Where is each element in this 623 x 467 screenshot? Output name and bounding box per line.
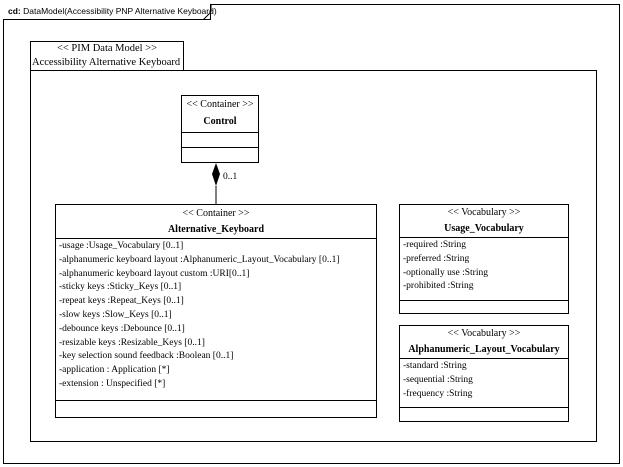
class-stereotype: << Vocabulary >> — [447, 207, 521, 218]
attribute: -resizable keys :Resizable_Keys [0..1] — [59, 337, 205, 348]
attribute: -key selection sound feedback :Boolean [… — [59, 351, 234, 362]
attribute: -prohibited :String — [403, 281, 474, 292]
attribute: -usage :Usage_Vocabulary [0..1] — [59, 241, 184, 251]
class-alphanumeric-layout-vocabulary[interactable]: << Vocabulary >> Alphanumeric_Layout_Voc… — [399, 325, 569, 422]
composition-multiplicity: 0..1 — [223, 172, 238, 182]
class-header: << Vocabulary >> Alphanumeric_Layout_Voc… — [400, 326, 568, 358]
operations-compartment — [400, 407, 568, 408]
class-header: << Vocabulary >> Usage_Vocabulary — [400, 205, 568, 237]
attribute: -frequency :String — [403, 388, 473, 399]
class-usage-vocabulary[interactable]: << Vocabulary >> Usage_Vocabulary -requi… — [399, 204, 569, 314]
attribute: -standard :String — [403, 361, 467, 371]
class-header: << Container >> Control — [182, 96, 258, 128]
class-name: Control — [203, 116, 237, 127]
class-stereotype: << Vocabulary >> — [447, 328, 521, 339]
frame-title-text: DataModel(Accessibility PNP Alternative … — [23, 6, 217, 16]
package-name: Accessibility Alternative Keyboard — [32, 57, 181, 68]
class-name: Usage_Vocabulary — [444, 223, 524, 234]
attribute: -alphanumeric keyboard layout custom :UR… — [59, 268, 250, 279]
diagram-frame — [3, 4, 620, 464]
attribute: -required :String — [403, 240, 467, 250]
attribute: -alphanumeric keyboard layout :Alphanume… — [59, 254, 340, 265]
operations-compartment — [400, 300, 568, 301]
class-header: << Container >> Alternative_Keyboard — [56, 205, 376, 238]
attribute: -debounce keys :Debounce [0..1] — [59, 323, 185, 334]
operations-compartment — [56, 400, 376, 401]
frame-kind: cd: — [8, 6, 21, 16]
class-control[interactable]: << Container >> Control — [181, 95, 259, 163]
package-body — [30, 70, 597, 442]
class-stereotype: << Container >> — [182, 208, 250, 219]
attributes-compartment: -usage :Usage_Vocabulary [0..1] -alphanu… — [56, 238, 376, 400]
class-name: Alternative_Keyboard — [167, 224, 265, 235]
attribute: -sequential :String — [403, 374, 473, 385]
class-stereotype: << Container >> — [186, 99, 254, 110]
attribute: -sticky keys :Sticky_Keys [0..1] — [59, 282, 182, 293]
frame-title: cd: DataModel(Accessibility PNP Alternat… — [8, 6, 217, 16]
operations-compartment — [182, 147, 258, 148]
attributes-compartment: -required :String -preferred :String -op… — [400, 237, 568, 300]
attribute: -extension : Unspecified [*] — [59, 378, 166, 389]
composition-diamond — [212, 163, 220, 186]
attribute: -slow keys :Slow_Keys [0..1] — [59, 309, 172, 320]
attribute: -preferred :String — [403, 253, 470, 264]
frame-tab-corner — [203, 4, 212, 20]
attribute: -application : Application [*] — [59, 365, 170, 376]
attributes-compartment: -standard :String -sequential :String -f… — [400, 358, 568, 407]
attributes-compartment — [182, 132, 258, 147]
attribute: -optionally use :String — [403, 267, 488, 278]
class-name: Alphanumeric_Layout_Vocabulary — [408, 344, 560, 355]
package-stereotype: << PIM Data Model >> — [56, 43, 158, 54]
class-alternative-keyboard[interactable]: << Container >> Alternative_Keyboard -us… — [55, 204, 377, 418]
attribute: -repeat keys :Repeat_Keys [0..1] — [59, 296, 184, 307]
